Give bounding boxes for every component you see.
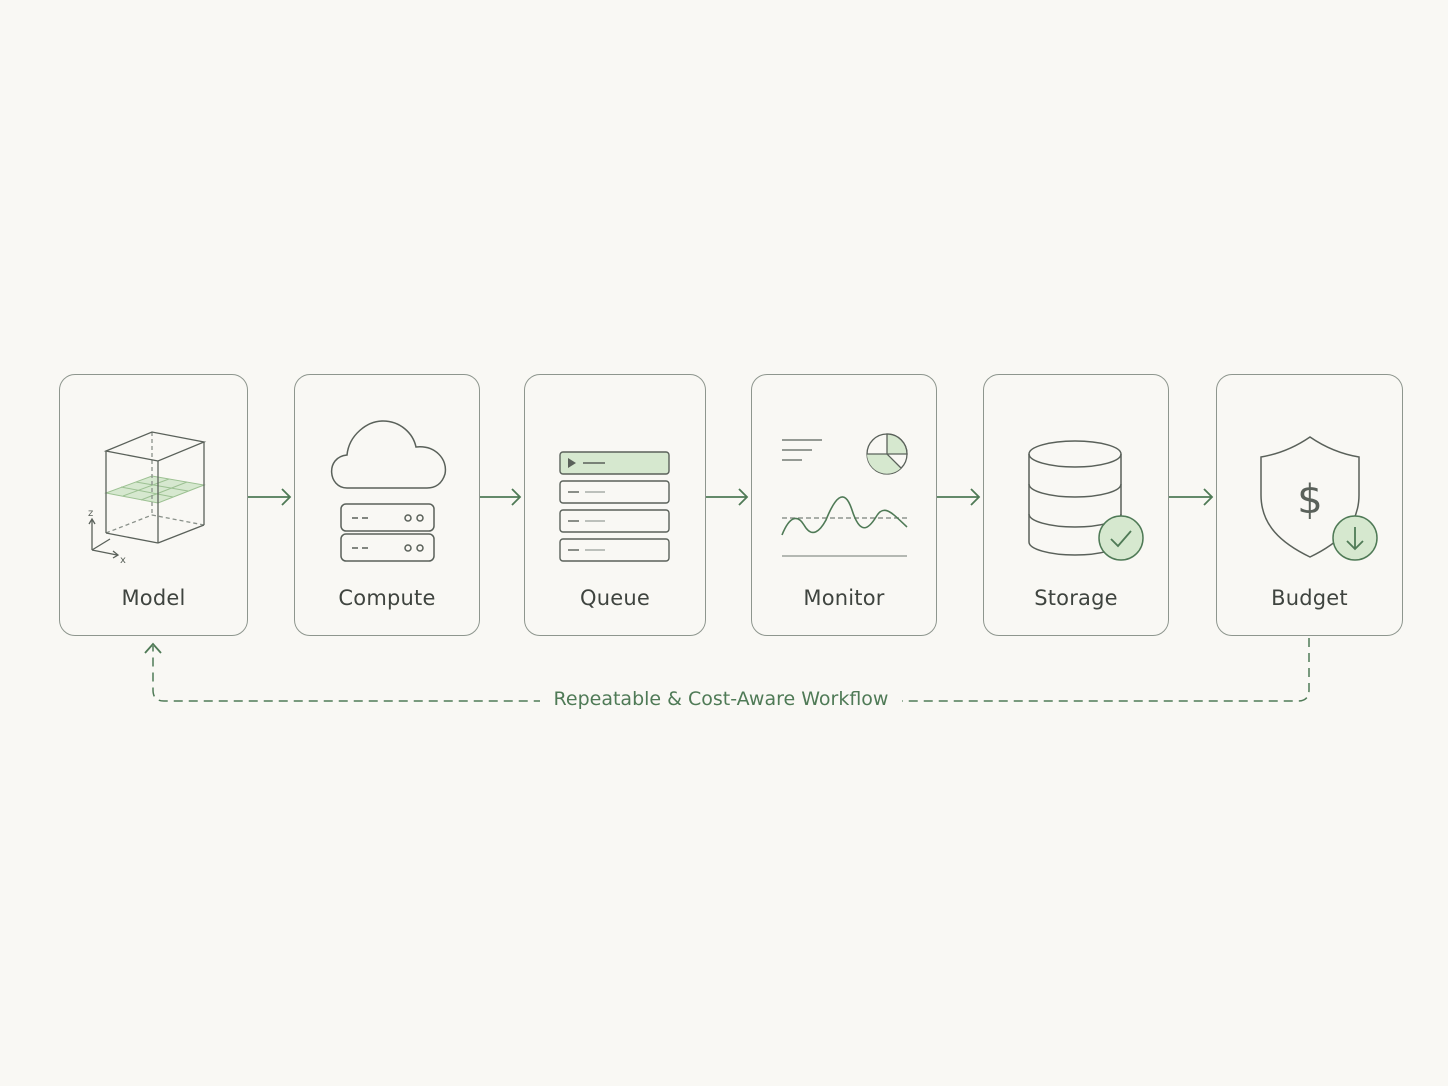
step-card-model[interactable]: z x Model <box>59 374 248 636</box>
database-check-icon <box>1028 440 1144 561</box>
loop-label: Repeatable & Cost-Aware Workflow <box>540 688 902 710</box>
arrow-queue-to-monitor <box>706 488 749 506</box>
step-card-compute[interactable]: Compute <box>294 374 480 636</box>
chart-monitor-icon <box>781 433 908 557</box>
step-label-compute: Compute <box>338 586 436 610</box>
step-card-budget[interactable]: $ Budget <box>1216 374 1403 636</box>
step-card-storage[interactable]: Storage <box>983 374 1169 636</box>
step-label-storage: Storage <box>1034 586 1118 610</box>
arrow-compute-to-queue <box>480 488 522 506</box>
axis-label-z: z <box>88 508 93 519</box>
cube-grid-icon: z x <box>88 431 207 566</box>
step-label-queue: Queue <box>580 586 650 610</box>
dollar-sign-glyph: $ <box>1297 477 1322 523</box>
shield-dollar-icon: $ <box>1260 436 1378 561</box>
step-label-budget: Budget <box>1271 586 1348 610</box>
arrow-storage-to-budget <box>1169 488 1214 506</box>
step-card-monitor[interactable]: Monitor <box>751 374 937 636</box>
arrow-model-to-compute <box>248 488 292 506</box>
step-label-monitor: Monitor <box>803 586 885 610</box>
axis-label-x: x <box>120 555 126 566</box>
cloud-server-icon <box>330 420 447 562</box>
step-label-model: Model <box>121 586 186 610</box>
step-card-queue[interactable]: Queue <box>524 374 706 636</box>
job-queue-icon <box>559 451 670 562</box>
arrow-monitor-to-storage <box>937 488 981 506</box>
